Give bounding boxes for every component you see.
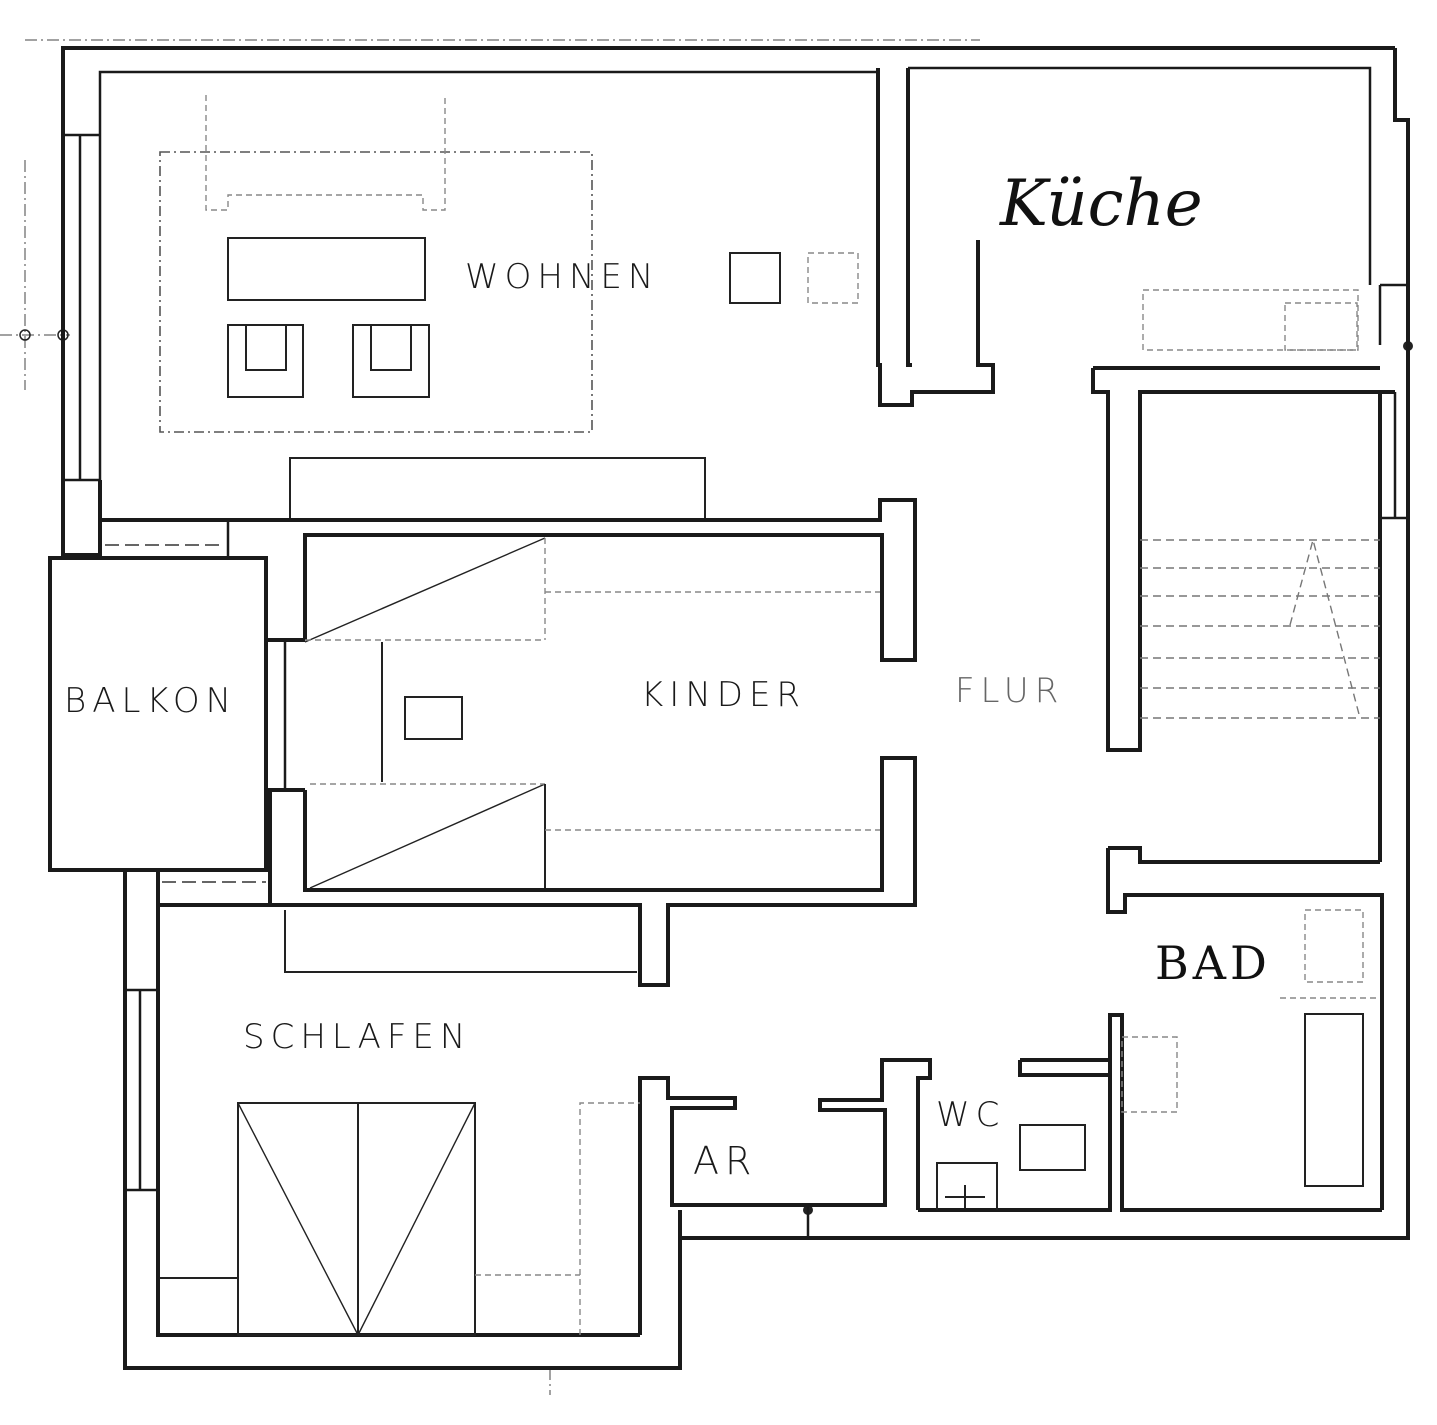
room-label-kueche: Küche <box>1000 167 1203 241</box>
kueche-furniture <box>1142 289 1359 351</box>
room-label-ar: AR <box>693 1139 758 1183</box>
bath-fixtures <box>936 909 1380 1210</box>
room-label-balkon: BALKON <box>64 681 238 721</box>
room-label-wohnen: WOHNEN <box>465 257 660 297</box>
schlafen-furniture <box>160 910 640 1336</box>
wohnen-furniture <box>159 95 859 518</box>
room-label-bad: BAD <box>1155 936 1271 990</box>
room-label-schlafen: SCHLAFEN <box>243 1017 472 1057</box>
room-label-kinder: KINDER <box>641 675 807 715</box>
interior-walls <box>48 68 1408 1335</box>
room-label-flur: FLUR <box>955 671 1065 711</box>
room-label-wc: WC <box>936 1095 1006 1135</box>
kinder-furniture <box>304 537 880 889</box>
outer-walls <box>61 46 1410 1370</box>
stairs <box>1140 537 1380 719</box>
